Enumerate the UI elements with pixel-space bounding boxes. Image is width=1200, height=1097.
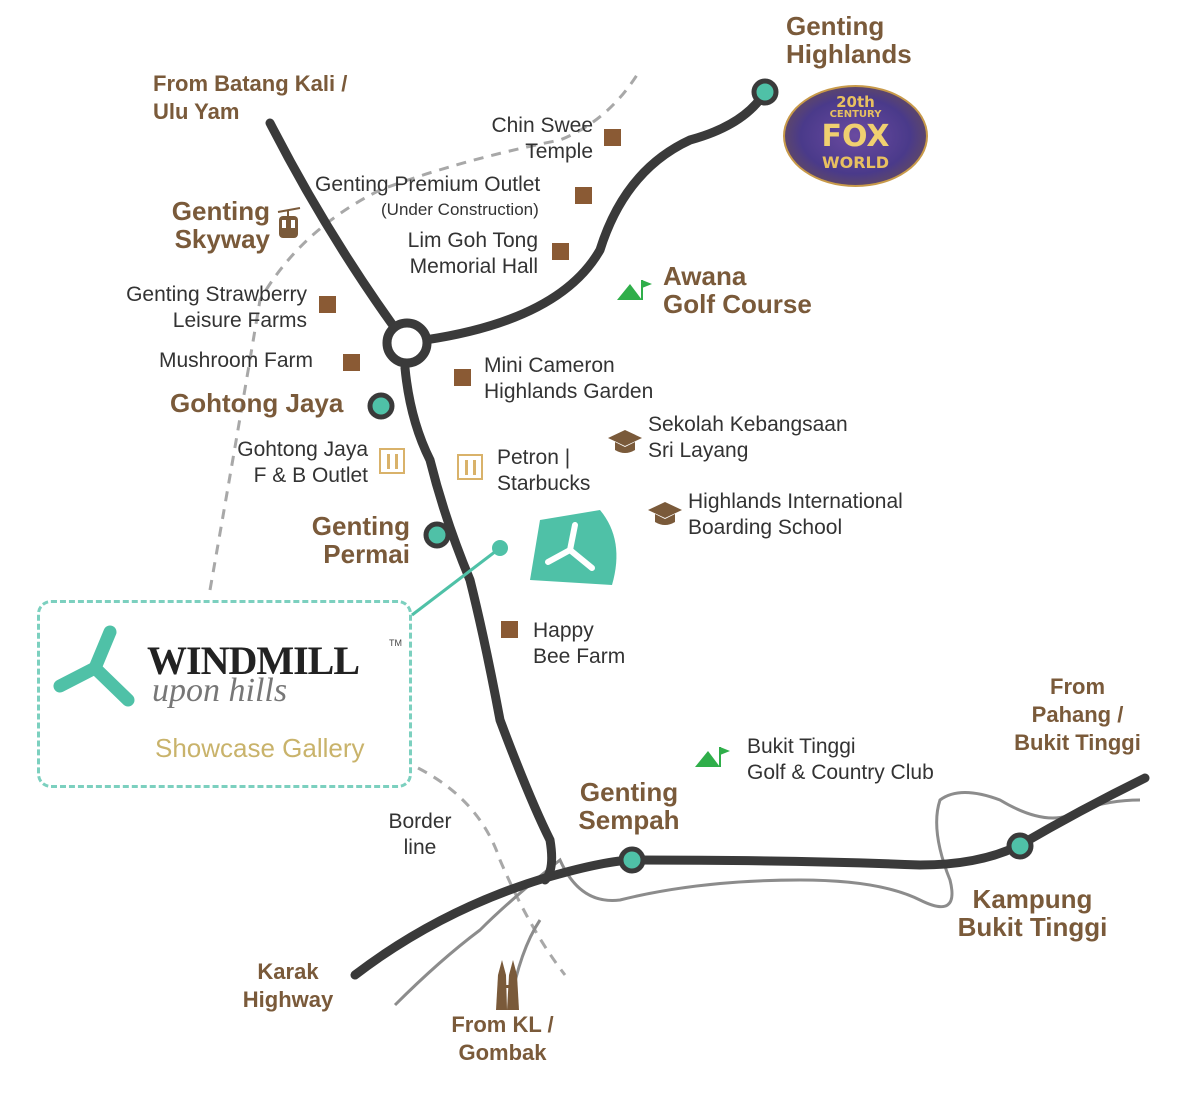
river-line (393, 791, 1141, 1007)
road-karak-highway (350, 773, 1150, 980)
road-batang-kali (265, 118, 410, 347)
border-dash-lower (417, 766, 567, 976)
graduation-cap-icon (648, 502, 682, 525)
square-marker (343, 354, 360, 371)
square-marker (552, 243, 569, 260)
station-kampung-bukit-tinggi (1006, 832, 1034, 860)
station-genting-highlands (751, 78, 779, 106)
fox-logo-line4: WORLD (821, 153, 890, 172)
label-mushroom-farm: Mushroom Farm (159, 349, 314, 372)
label-from-batang-kali: From Batang Kali /Ulu Yam (153, 71, 348, 124)
golf-flag-icon (695, 747, 730, 767)
gallery-pointer-dot (492, 540, 508, 556)
cutlery-icon (379, 448, 405, 474)
road-genting-highlands (420, 87, 770, 345)
label-premium-outlet: Genting Premium Outlet (315, 173, 541, 196)
gallery-tagline: upon hills (152, 672, 288, 709)
border-dash-upper (208, 69, 642, 591)
fox-logo-line3: FOX (821, 119, 890, 154)
windmill-icon (530, 510, 617, 585)
road-main-south (400, 363, 557, 885)
label-premium-outlet-note: (Under Construction) (381, 200, 539, 219)
station-gohtong-jaya (367, 392, 395, 420)
station-genting-permai (423, 521, 451, 549)
label-gohtong-jaya: Gohtong Jaya (170, 388, 344, 418)
fox-world-logo: 20th CENTURY FOX WORLD (783, 85, 928, 187)
gallery-brand-name: WINDMILL (147, 638, 360, 683)
gallery-trademark: TM (389, 638, 402, 648)
gallery-label: Showcase Gallery (155, 733, 365, 763)
label-petron-starbucks: Petron |Starbucks (497, 446, 591, 495)
square-marker (319, 296, 336, 313)
fox-logo-line1: 20th (836, 93, 875, 111)
fox-logo-line2: CENTURY (829, 109, 882, 120)
square-marker (501, 621, 518, 638)
cutlery-icon (457, 454, 483, 480)
station-genting-sempah (618, 846, 646, 874)
cable-car-icon (277, 207, 301, 238)
graduation-cap-icon (608, 430, 642, 453)
showcase-gallery-box (37, 600, 412, 788)
square-marker (454, 369, 471, 386)
gallery-pointer-line (411, 546, 501, 617)
label-from-kl: From KL /Gombak (451, 1012, 554, 1065)
golf-flag-icon (617, 280, 652, 300)
twin-towers-icon (496, 960, 519, 1010)
square-marker (575, 187, 592, 204)
windmill-logo-icon (53, 625, 135, 707)
roundabout (382, 318, 432, 368)
square-marker (604, 129, 621, 146)
